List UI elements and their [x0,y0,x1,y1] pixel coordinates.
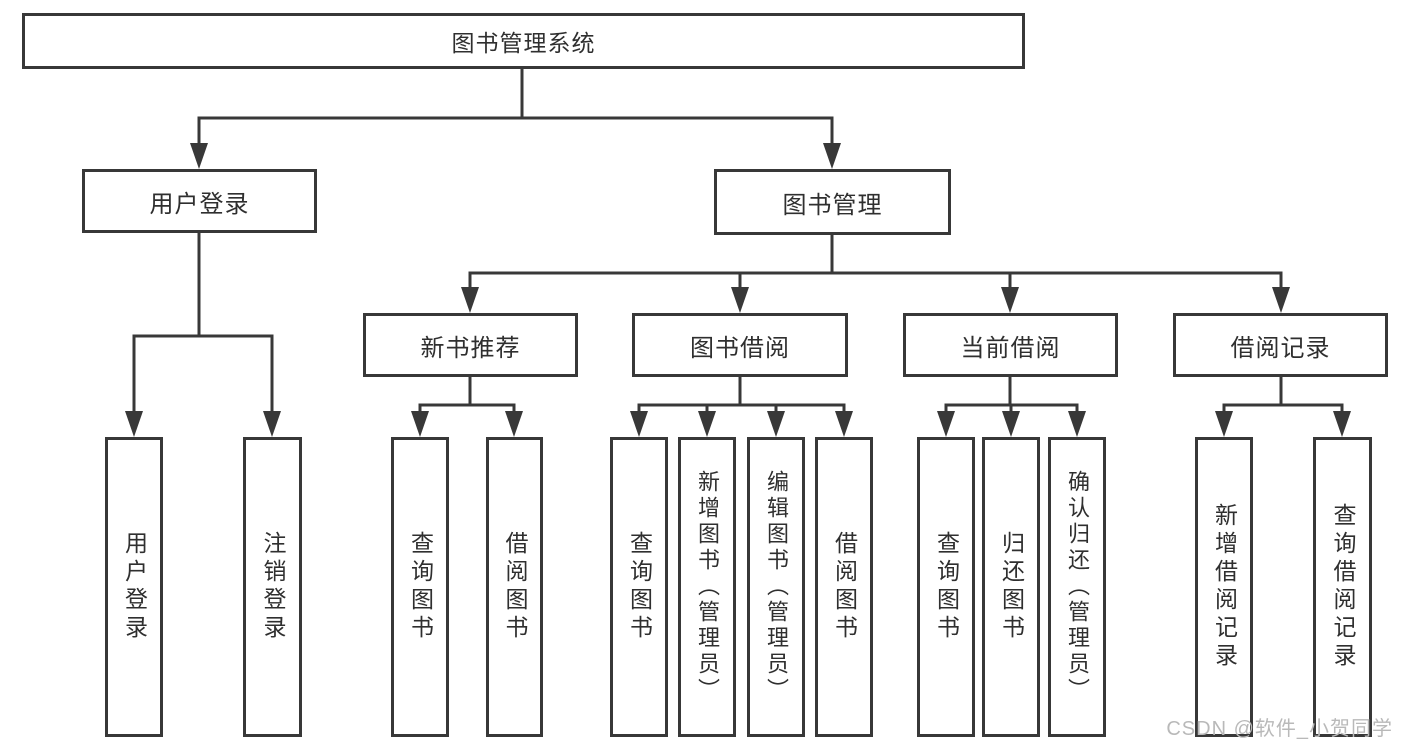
connector-user-login-to-leaves [125,233,281,437]
leaf-confirm-return-admin: 确认归还（管理员） [1048,437,1106,737]
leaf-add-books-admin: 新增图书（管理员） [678,437,736,737]
connector-borrow-records-to-leaves [1215,377,1351,437]
leaf-query-borrow-record: 查询借阅记录 [1313,437,1372,737]
leaf-user-login: 用户登录 [105,437,163,737]
leaf-logout: 注销登录 [243,437,302,737]
node-borrow-records: 借阅记录 [1173,313,1388,377]
node-book-borrow: 图书借阅 [632,313,848,377]
node-book-management: 图书管理 [714,169,951,235]
node-new-book-recommend: 新书推荐 [363,313,578,377]
leaf-borrow-books: 借阅图书 [815,437,873,737]
connector-book-management-to-level3 [461,233,1290,313]
connector-root-to-level2 [190,69,841,169]
connector-current-borrow-to-leaves [937,377,1086,437]
leaf-query-books-recommend: 查询图书 [391,437,449,737]
node-user-login: 用户登录 [82,169,317,233]
csdn-watermark: CSDN @软件_小贺同学 [1166,718,1393,740]
node-library-management-system: 图书管理系统 [22,13,1025,69]
leaf-return-books: 归还图书 [982,437,1040,737]
leaf-add-borrow-record: 新增借阅记录 [1195,437,1253,737]
leaf-borrow-books-recommend: 借阅图书 [486,437,543,737]
leaf-query-books-borrow: 查询图书 [610,437,668,737]
leaf-edit-books-admin: 编辑图书（管理员） [747,437,805,737]
connector-new-book-recommend-to-leaves [411,377,523,437]
leaf-query-books-current: 查询图书 [917,437,975,737]
connector-book-borrow-to-leaves [630,377,853,437]
node-current-borrow: 当前借阅 [903,313,1118,377]
